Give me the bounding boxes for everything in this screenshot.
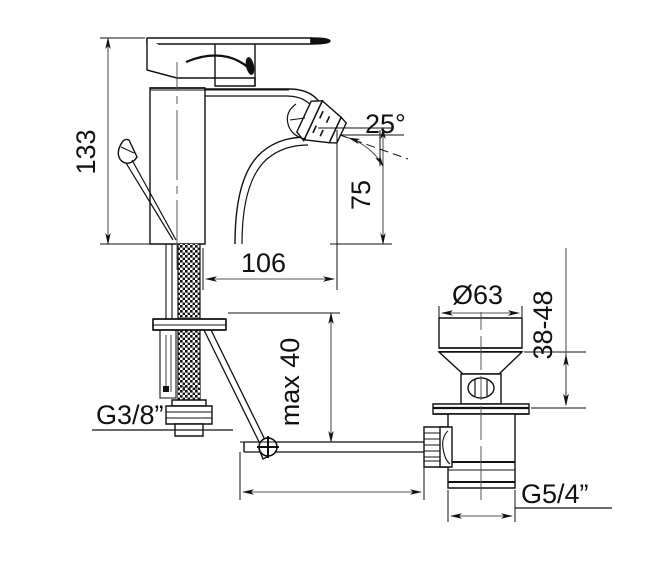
- dimension-label-d63: Ø63: [452, 280, 503, 310]
- faucet-lever-handle: [146, 37, 331, 87]
- dimension-height-133: [100, 37, 160, 245]
- dimension-thread-g54: [447, 490, 612, 522]
- popup-lift-rod: [117, 138, 177, 241]
- dimension-range-38-48: [524, 248, 586, 409]
- dimension-max-40: [228, 312, 340, 443]
- popup-waste-drain: [432, 312, 530, 500]
- dimension-angle-25: [339, 130, 409, 167]
- dimension-label-max40: max 40: [275, 338, 305, 427]
- dimension-label-g38: G3/8”: [96, 400, 164, 430]
- dimension-label-25deg: 25°: [365, 109, 406, 139]
- dimension-label-38-48: 38-48: [528, 290, 558, 359]
- dimension-label-75: 75: [346, 180, 376, 210]
- inlet-thread-nut: [165, 384, 213, 437]
- dimension-reach-106: [202, 130, 338, 290]
- mounting-washer: [152, 318, 227, 331]
- dimension-rod-baseline: [239, 452, 425, 500]
- popup-pull-rod-linkage: [203, 329, 447, 468]
- dimension-diameter-63: [438, 306, 523, 322]
- dimension-label-133: 133: [71, 129, 101, 174]
- faucet-body: [149, 87, 323, 245]
- aerator-nozzle: [295, 99, 348, 144]
- dimension-label-106: 106: [241, 248, 286, 278]
- dimension-label-g54: G5/4”: [521, 479, 589, 509]
